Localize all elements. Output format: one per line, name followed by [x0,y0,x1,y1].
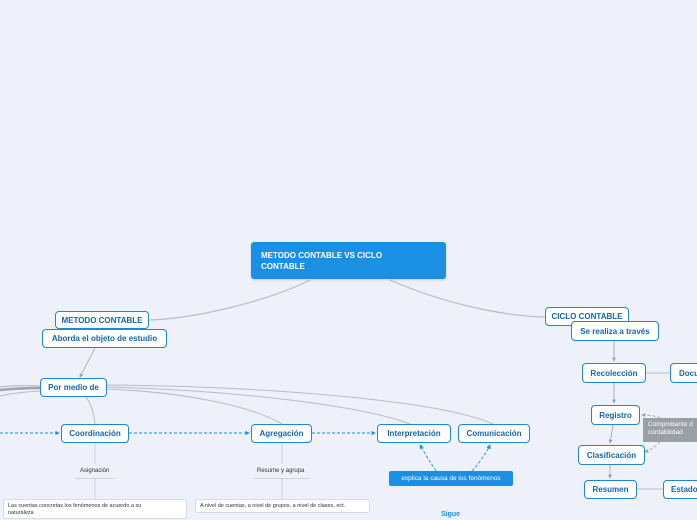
connector-root-left [149,279,311,321]
node-interpretacion[interactable]: Interpretación [377,424,451,443]
label-asignacion-underline [75,478,115,479]
connector-pormedio-offscreen-2 [0,384,41,388]
connector-dashed-note-registro [641,413,661,419]
note-explica-causa[interactable]: explica la causa de los fenómenos [389,471,513,486]
connector-pormedio-comunicacion [106,384,494,425]
connector-dashed-note-clasificacion [644,441,661,453]
node-se-realiza[interactable]: Se realiza a través [571,321,659,341]
label-asignacion[interactable]: Asignación [80,468,110,474]
note-comprobante-line1: Comprobante d [648,421,693,428]
label-resume-underline [254,478,310,479]
node-coordinacion[interactable]: Coordinación [61,424,129,443]
desc-cuentas-line2: naturaleza [8,510,34,516]
connector-pormedio-interpretacion [106,386,411,425]
connector-pormedio-offscreen-1 [0,386,41,392]
connector-registro-clasificacion [608,424,614,444]
node-agregacion[interactable]: Agregación [251,424,312,443]
node-registro[interactable]: Registro [591,405,640,425]
node-clasificacion[interactable]: Clasificación [578,445,645,465]
connector-pormedio-coordinacion [85,396,96,425]
desc-nivel-cuentas[interactable]: A nivel de cuentas, a nivel de grupos, a… [195,499,370,513]
connector-pormedio-offscreen-3 [0,390,41,397]
root-topic[interactable]: METODO CONTABLE VS CICLO CONTABLE [251,242,446,279]
connector-root-right [389,279,546,318]
node-metodo-contable[interactable]: METODO CONTABLE [55,311,149,329]
node-recoleccion[interactable]: Recolección [582,363,646,383]
node-resumen[interactable]: Resumen [584,480,637,499]
connector-dashed-note-interp [419,444,437,472]
root-topic-line2: CONTABLE [261,262,305,271]
connector-pormedio-agregacion [106,388,283,425]
desc-cuentas-concretas[interactable]: Las cuentas concretas los fenómenos de a… [3,499,187,519]
connector-dashed-note-comun [471,444,491,472]
node-comunicacion[interactable]: Comunicación [458,424,530,443]
desc-cuentas-line1: Las cuentas concretas los fenómenos de a… [8,503,142,509]
label-resume-agrupa[interactable]: Resume y agrupa [257,468,305,474]
note-comprobante[interactable]: Comprobante d contabilidad [643,418,697,442]
node-aborda-objeto[interactable]: Aborda el objeto de estudio [42,329,167,348]
node-docu[interactable]: Docu [670,363,697,383]
connector-aborda-pormedio [79,347,96,378]
root-topic-line1: METODO CONTABLE VS CICLO [261,251,383,260]
note-comprobante-line2: contabilidad [648,429,683,436]
footer-sigue-link[interactable]: Sigue [441,511,461,518]
node-por-medio-de[interactable]: Por medio de [40,378,107,397]
node-estado[interactable]: Estado [663,480,697,499]
